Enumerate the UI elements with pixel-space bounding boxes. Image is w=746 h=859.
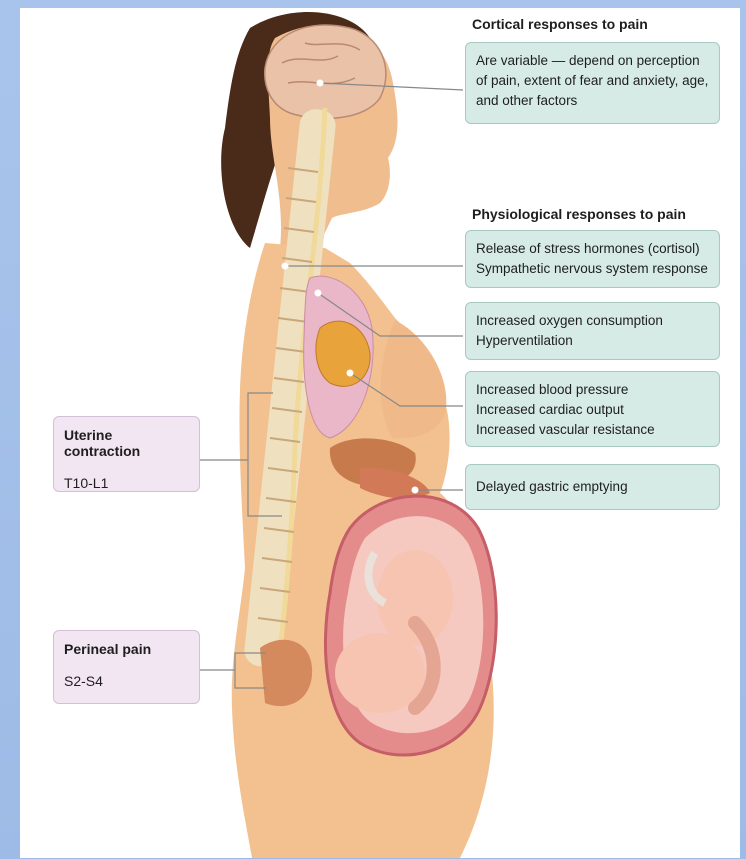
cardiovascular-response-box: Increased blood pressure Increased cardi… — [465, 371, 720, 447]
perineal-pain-box: Perineal pain S2-S4 — [53, 630, 200, 704]
uterine-contraction-box: Uterine contraction T10-L1 — [53, 416, 200, 492]
box-line: Increased vascular resistance — [476, 420, 709, 440]
cortical-line: and other factors — [476, 91, 709, 111]
cortical-heading: Cortical responses to pain — [472, 16, 648, 32]
cortical-box: Are variable — depend on perception of p… — [465, 42, 720, 124]
cortical-line: of pain, extent of fear and anxiety, age… — [476, 71, 709, 91]
box-line: Delayed gastric emptying — [476, 477, 709, 497]
box-line: Release of stress hormones (cortisol) — [476, 239, 709, 259]
box-line: Sympathetic nervous system response — [476, 259, 709, 279]
figure-canvas: Cortical responses to pain Are variable … — [20, 8, 740, 858]
gastric-response-box: Delayed gastric emptying — [465, 464, 720, 510]
uterine-level: T10-L1 — [64, 475, 189, 491]
perineal-title: Perineal pain — [64, 641, 189, 657]
box-line: Increased blood pressure — [476, 380, 709, 400]
respiratory-response-box: Increased oxygen consumption Hyperventil… — [465, 302, 720, 360]
cortical-line: Are variable — depend on perception — [476, 51, 709, 71]
box-line: Increased oxygen consumption — [476, 311, 709, 331]
uterine-title: Uterine contraction — [64, 427, 189, 459]
physiological-heading: Physiological responses to pain — [472, 206, 686, 222]
breast — [381, 320, 447, 438]
perineal-level: S2-S4 — [64, 673, 189, 689]
stress-response-box: Release of stress hormones (cortisol) Sy… — [465, 230, 720, 288]
brain — [265, 25, 386, 119]
box-line: Increased cardiac output — [476, 400, 709, 420]
box-line: Hyperventilation — [476, 331, 709, 351]
